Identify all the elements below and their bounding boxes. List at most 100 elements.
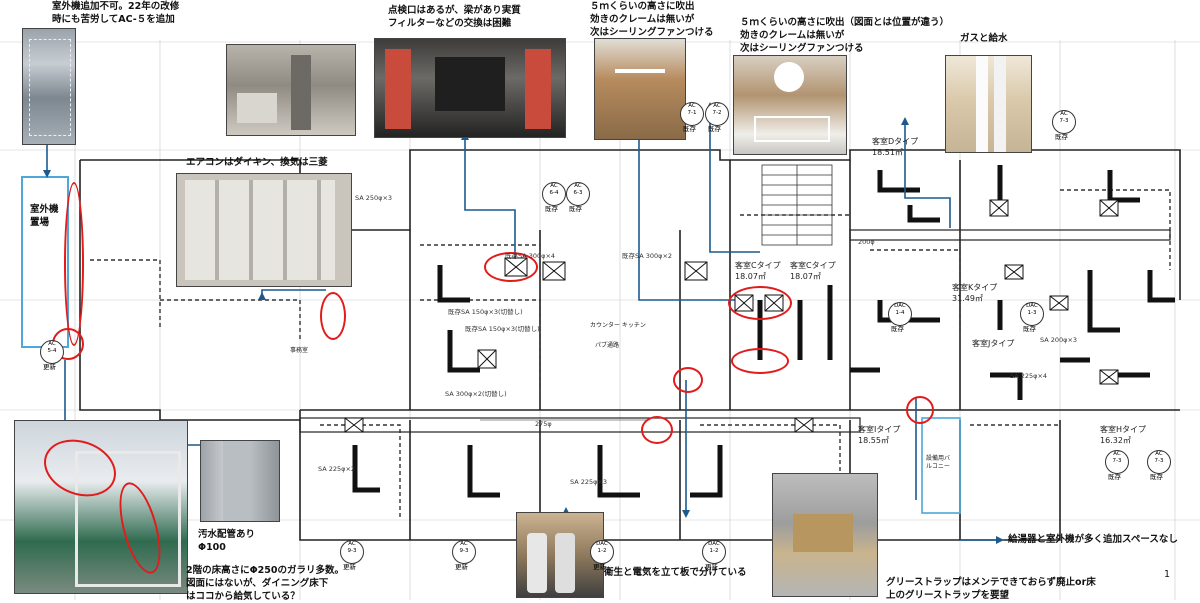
note-sewage: 汚水配管あり Φ100 xyxy=(198,529,256,553)
ac-tag-code: AC 6-3 xyxy=(573,183,583,196)
note-high-outlet-b: ５ｍくらいの高さに吹出（図面とは位置が違う） 効きのクレームは無いが 次はシーリ… xyxy=(740,17,950,54)
photo-floor-vent xyxy=(14,420,188,594)
ac-tag-code: DAC 1-2 xyxy=(596,541,608,554)
red-mark-ceiling-outlet xyxy=(731,348,789,374)
ac-tag-code: AC 7-3 xyxy=(1059,111,1069,124)
photo-ceiling-beams xyxy=(226,44,356,136)
ac-tag-code: AC 7-2 xyxy=(712,103,722,116)
note-floor-vent: 2階の床高さにΦ250のガラリ多数。 図面にはないが、ダイニング床下 はココから… xyxy=(186,565,345,602)
ac-tag-code: DAC 1-3 xyxy=(1026,303,1038,316)
page-number: 1 xyxy=(1164,569,1171,580)
photo-outdoor-units xyxy=(22,28,76,145)
ac-tag-code: AC 5-4 xyxy=(47,341,57,354)
ac-tag-state: 既存 xyxy=(1108,473,1121,481)
room-equipment-balcony: 設備用バルコニー xyxy=(926,455,951,470)
duct-label: SA 250φ×3 xyxy=(355,194,393,202)
ac-tag-code: AC 7-3 xyxy=(1112,451,1122,464)
photo-sewage-pipe xyxy=(200,440,280,522)
photo-control-panels xyxy=(176,173,352,287)
ac-tag-state: 既存 xyxy=(708,125,721,133)
duct-label: 既存SA 300φ×4 xyxy=(505,252,556,260)
room-office: 事務室 xyxy=(290,347,309,354)
ac-tag-state: 既存 xyxy=(569,205,582,213)
ac-tag-state: 既存 xyxy=(1023,325,1036,333)
room-guest-j: 客室Jタイプ xyxy=(972,339,1015,348)
photo-partition-board xyxy=(516,512,604,598)
ac-tag: DAC 1-3 既存 xyxy=(1020,302,1044,333)
ac-tag-code: AC 9-3 xyxy=(459,541,469,554)
duct-label: 既存SA 300φ×2 xyxy=(622,252,673,260)
equipment-balcony-outline xyxy=(921,417,961,514)
ac-tag-code: DAC 1-4 xyxy=(894,303,906,316)
ac-tag-state: 更新 xyxy=(455,563,468,571)
ac-tag: AC 9-3 更新 xyxy=(452,540,476,571)
red-mark-panel xyxy=(320,292,346,340)
note-outdoor-unit: 室外機追加不可。22年の改修 時にも苦労してAC-５を追加 xyxy=(52,1,180,25)
ac-tag-state: 更新 xyxy=(593,563,606,571)
duct-label: 275φ xyxy=(535,420,552,428)
room-corridor: パブ通路 xyxy=(595,342,620,349)
ac-tag: AC 6-3 既存 xyxy=(566,182,590,213)
red-mark-outdoor-column xyxy=(64,182,84,346)
duct-label: SA 225φ×4 xyxy=(1010,372,1048,380)
red-mark-gas-pipe xyxy=(906,396,934,424)
ac-tag-state: 既存 xyxy=(891,325,904,333)
ac-tag-state: 更新 xyxy=(343,563,356,571)
duct-label: SA 225φ×3 xyxy=(570,478,608,486)
photo-high-outlet xyxy=(594,38,686,140)
photo-ceiling-fan-area xyxy=(733,55,847,155)
duct-label: SA 200φ×3 xyxy=(1040,336,1078,344)
note-gas-water: ガスと給水 xyxy=(960,33,1008,44)
ac-tag-state: 既存 xyxy=(683,125,696,133)
ac-tag: DAC 1-2 更新 xyxy=(590,540,614,571)
ac-tag: DAC 1-4 既存 xyxy=(888,302,912,333)
ac-tag: AC 5-4 更新 xyxy=(40,340,64,371)
duct-label: SA 300φ×2(切替し) xyxy=(445,390,507,398)
ac-tag: AC 7-3 既存 xyxy=(1147,450,1171,481)
room-counter: カウンター キッチン xyxy=(590,322,646,329)
note-high-outlet-a: ５ｍくらいの高さに吹出 効きのクレームは無いが 次はシーリングファンつける xyxy=(590,1,714,38)
note-grease-trap: グリーストラップはメンテできておらず廃止or床 上のグリーストラップを要望 xyxy=(886,577,1096,601)
ac-tag-state: 更新 xyxy=(705,563,718,571)
note-partition: 衛生と電気を立て板で分けている xyxy=(604,567,747,578)
ac-tag-state: 既存 xyxy=(545,205,558,213)
duct-label: 既存SA 150φ×3(切替し) xyxy=(448,308,523,316)
ac-tag: AC 7-1 既存 xyxy=(680,102,704,133)
ac-tag-state: 既存 xyxy=(1150,473,1163,481)
ac-tag: AC 7-2 既存 xyxy=(705,102,729,133)
ac-tag-code: AC 7-1 xyxy=(687,103,697,116)
red-mark-duct-bend xyxy=(673,367,703,393)
branch-ducts xyxy=(352,165,1175,498)
duct-label: 既存SA 150φ×3(切替し) xyxy=(465,325,540,333)
ac-tag-code: AC 6-4 xyxy=(549,183,559,196)
ac-tag-code: AC 9-3 xyxy=(347,541,357,554)
ac-tag: DAC 1-2 更新 xyxy=(702,540,726,571)
ac-tag-code: DAC 1-2 xyxy=(708,541,720,554)
photo-grease-trap xyxy=(772,473,878,597)
main-duct xyxy=(299,229,1171,433)
ac-tag-state: 既存 xyxy=(1055,133,1068,141)
red-mark-outlet-c xyxy=(728,286,792,320)
note-aircon-maker: エアコンはダイキン、換気は三菱 xyxy=(186,157,328,168)
ac-tag: AC 7-3 既存 xyxy=(1052,110,1076,141)
note-water-heater: 給湯器と室外機が多く追加スペースなし xyxy=(1008,534,1178,545)
ac-tag: AC 9-3 更新 xyxy=(340,540,364,571)
duct-label: SA 225φ×2 xyxy=(318,465,356,473)
photo-gas-water-pipes xyxy=(945,55,1032,153)
note-outdoor-yard: 室外機 置場 xyxy=(30,204,59,228)
photo-inspection-hatch xyxy=(374,38,566,138)
ac-tag-code: AC 7-3 xyxy=(1154,451,1164,464)
duct-label: 200φ xyxy=(858,238,875,246)
ac-tag: AC 6-4 既存 xyxy=(542,182,566,213)
red-mark-hatch xyxy=(484,252,538,282)
red-mark-duct-corridor xyxy=(641,416,673,444)
ac-tag-state: 更新 xyxy=(43,363,56,371)
ac-tag: AC 7-3 既存 xyxy=(1105,450,1129,481)
